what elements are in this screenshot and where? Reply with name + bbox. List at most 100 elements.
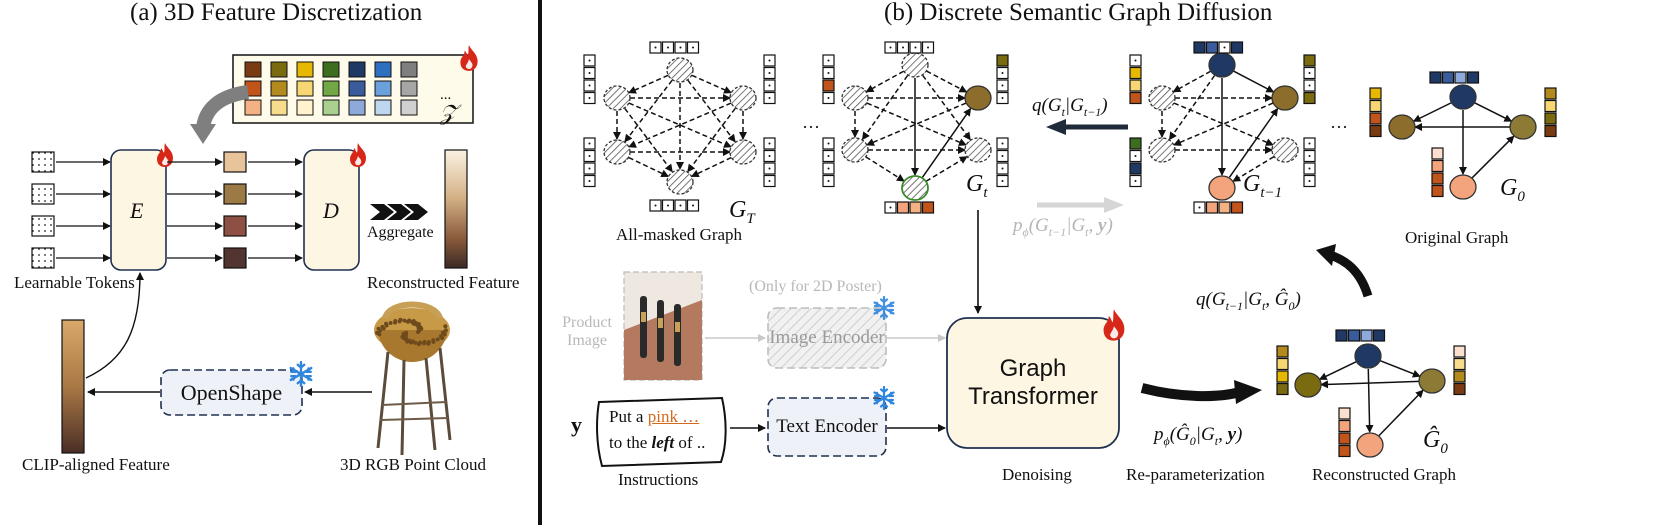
node-token <box>1454 71 1467 84</box>
node-token <box>1453 382 1466 396</box>
g-0-hat-label: Ĝ0 <box>1423 427 1448 457</box>
masked-node <box>603 139 631 165</box>
node-token <box>909 201 922 214</box>
node-token <box>1129 66 1142 80</box>
clip-feature-label: CLIP-aligned Feature <box>22 455 170 474</box>
node-token <box>1544 112 1557 125</box>
ellipsis-right: ··· <box>1330 117 1348 137</box>
graph-node <box>1354 343 1382 369</box>
codebook-ellipsis: ... <box>440 87 452 103</box>
node-token <box>1335 329 1348 342</box>
openshape-label: OpenShape <box>180 379 283 405</box>
node-token <box>1369 99 1382 113</box>
node-token <box>1276 370 1289 383</box>
image-encoder-label: Image Encoder <box>769 327 885 349</box>
decoder-label: D <box>323 198 339 223</box>
codebook-cell <box>374 61 392 78</box>
masked-node <box>964 137 992 163</box>
graph-node <box>1294 372 1322 398</box>
node-token <box>1205 201 1219 214</box>
clip-to-encoder-arrow <box>85 272 144 379</box>
reconstructed-feature-label: Reconstructed Feature <box>367 273 520 292</box>
node-token <box>1338 407 1351 420</box>
node-token <box>1338 444 1351 458</box>
posterior-arrow <box>1328 250 1373 298</box>
node-token <box>1453 357 1466 371</box>
learnable-tokens <box>31 151 55 269</box>
node-token <box>1453 345 1466 358</box>
posterior-q-label: q(Gt−1|Gt, Ĝ0) <box>1196 289 1301 313</box>
node-token <box>1372 329 1386 342</box>
graph-node <box>1388 114 1416 140</box>
node-token <box>1276 345 1289 358</box>
masked-node <box>1148 137 1176 163</box>
masked-node <box>666 169 694 195</box>
reverse-arrow-head <box>1104 197 1124 213</box>
node-token <box>896 201 910 214</box>
point-cloud-stool <box>374 301 452 456</box>
node-token <box>1431 172 1444 185</box>
codebook-cell <box>296 80 314 97</box>
node-token <box>1431 147 1444 160</box>
graph-g-t <box>822 41 1009 214</box>
graph-node <box>1271 85 1299 111</box>
quantized-codes <box>223 151 247 269</box>
codebook-cell <box>400 80 418 97</box>
codebook-cell <box>348 80 366 97</box>
all-masked-label: All-masked Graph <box>616 225 743 244</box>
masked-node <box>729 139 757 165</box>
node-token <box>1360 329 1373 342</box>
decoder-box <box>303 149 360 271</box>
reverse-p-label: pϕ(Gt−1|Gt, y) <box>1013 215 1113 239</box>
image-encoder-box <box>767 307 887 369</box>
clip-feature-bar <box>61 319 85 454</box>
codebook-lookup-arrow <box>196 85 250 130</box>
reparam-arrow <box>1140 383 1242 402</box>
product-image <box>623 271 703 381</box>
masked-node <box>901 52 929 78</box>
codebook-cell <box>322 99 340 116</box>
codebook-flame-icon <box>460 45 478 71</box>
encoder-flame-icon <box>157 143 173 167</box>
posterior-arrow-head <box>1316 244 1336 266</box>
node-token <box>1431 184 1444 198</box>
codes-to-decoder-arrows <box>248 158 303 262</box>
graph-node <box>1208 52 1236 78</box>
codebook-symbol: 𝒵 <box>440 100 457 125</box>
node-token <box>921 201 935 214</box>
node-token <box>1230 41 1244 54</box>
decoder-flame-icon <box>350 143 366 167</box>
masked-node <box>841 85 869 111</box>
node-token <box>1129 91 1142 105</box>
denoising-label: Denoising <box>1002 465 1072 484</box>
instruction-line-2: to the left of .. <box>609 433 706 452</box>
masked-node <box>1148 85 1176 111</box>
point-cloud-label: 3D RGB Point Cloud <box>340 455 486 474</box>
instruction-line-1: Put a pink … <box>609 407 700 426</box>
original-graph-label: Original Graph <box>1405 228 1509 247</box>
node-token <box>1347 329 1361 342</box>
g-0-label: G0 <box>1500 175 1525 205</box>
graph-g-t-minus-1 <box>1129 41 1316 214</box>
product-image-label: Product Image <box>562 313 612 349</box>
codebook-cell <box>348 99 366 116</box>
codebook-cell <box>348 61 366 78</box>
token-to-encoder-arrows <box>56 158 111 262</box>
instructions-label: Instructions <box>618 470 699 489</box>
reconstructed-graph-label: Reconstructed Graph <box>1312 465 1456 484</box>
node-token <box>1544 124 1557 138</box>
reparam-label: Re-parameterization <box>1126 465 1265 484</box>
masked-node <box>666 57 694 83</box>
node-token <box>1276 357 1289 371</box>
node-token <box>1441 71 1455 84</box>
g-T-label: GT <box>729 197 755 227</box>
codebook-cell <box>374 80 392 97</box>
aggregate-chevrons <box>370 204 428 220</box>
transformer-flame-icon <box>1103 309 1125 341</box>
node-token <box>996 54 1009 67</box>
node-token <box>1303 54 1316 67</box>
panel-b-title: (b) Discrete Semantic Graph Diffusion <box>884 0 1273 26</box>
node-token <box>1205 41 1219 54</box>
node-token <box>822 79 835 92</box>
forward-q-label: q(Gt|Gt−1) <box>1032 95 1108 119</box>
